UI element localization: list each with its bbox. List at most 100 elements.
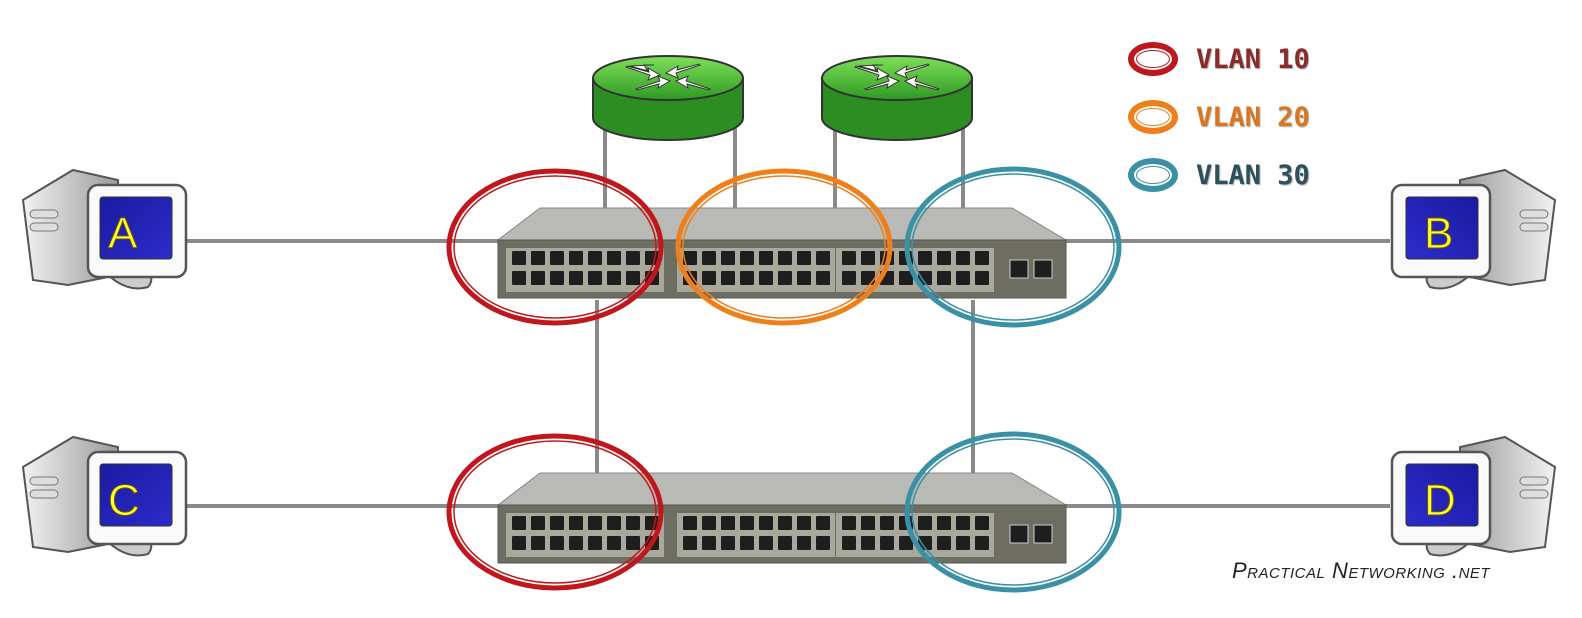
- switch-port: [721, 516, 735, 530]
- switch-port: [512, 536, 526, 550]
- switch-port: [759, 251, 773, 265]
- switch-port: [816, 271, 830, 285]
- switch-port: [918, 536, 932, 550]
- switch-port: [569, 251, 583, 265]
- switch-port: [937, 536, 951, 550]
- switch-port: [607, 536, 621, 550]
- switch-port: [626, 516, 640, 530]
- switch-port: [721, 251, 735, 265]
- switch-port: [607, 516, 621, 530]
- switch-port: [531, 536, 545, 550]
- vlan30-ring-switch2: [904, 431, 1122, 593]
- switch-port: [956, 251, 970, 265]
- switch-port: [588, 516, 602, 530]
- switch-port: [550, 516, 564, 530]
- host-c: C: [21, 435, 188, 557]
- legend-label: VLAN 20: [1196, 101, 1310, 133]
- switch-port: [975, 271, 989, 285]
- switch-port: [740, 536, 754, 550]
- switch-port: [842, 251, 856, 265]
- host-b: B: [1390, 168, 1557, 290]
- switch-port: [880, 536, 894, 550]
- switch-port: [569, 536, 583, 550]
- switch-port: [721, 271, 735, 285]
- switch-port: [702, 536, 716, 550]
- host-c-label: C: [108, 476, 140, 525]
- ring-icon: [1128, 158, 1178, 192]
- switch-port: [918, 516, 932, 530]
- switch-port: [569, 271, 583, 285]
- vlan10-ring-switch2: [446, 433, 664, 591]
- switch-port: [683, 536, 697, 550]
- legend-label: VLAN 30: [1196, 159, 1310, 191]
- switch-port: [816, 536, 830, 550]
- switch-port: [899, 271, 913, 285]
- legend-label: VLAN 10: [1196, 43, 1310, 75]
- switch-port: [880, 516, 894, 530]
- switch-port: [588, 271, 602, 285]
- switch-port: [975, 251, 989, 265]
- switch-port: [842, 536, 856, 550]
- switch-port: [861, 271, 875, 285]
- switch-port: [512, 251, 526, 265]
- switch-port: [778, 251, 792, 265]
- host-d: D: [1390, 435, 1557, 557]
- switch-port: [740, 516, 754, 530]
- watermark: Practical Networking .net: [1232, 558, 1491, 583]
- switch-port: [588, 251, 602, 265]
- host-a-label: A: [108, 209, 138, 258]
- switch-port: [842, 516, 856, 530]
- switch-port: [937, 516, 951, 530]
- switch-port: [778, 271, 792, 285]
- switch-port: [550, 271, 564, 285]
- switch-port: [918, 251, 932, 265]
- switch-port: [861, 536, 875, 550]
- switch-port: [778, 536, 792, 550]
- switch-port: [512, 516, 526, 530]
- switch-port: [975, 536, 989, 550]
- ring-icon: [1128, 42, 1178, 76]
- router-2-icon: [821, 55, 973, 141]
- switch-port: [937, 271, 951, 285]
- switch-port: [702, 516, 716, 530]
- switch-port: [550, 251, 564, 265]
- switch-port: [740, 251, 754, 265]
- switch-1: [496, 207, 1068, 299]
- vlan10-ring-switch1: [446, 168, 664, 326]
- switch-port: [626, 271, 640, 285]
- switch-port: [531, 271, 545, 285]
- switch-port: [683, 251, 697, 265]
- host-a: A: [21, 168, 188, 290]
- switch-port: [975, 516, 989, 530]
- switch-port: [956, 271, 970, 285]
- switch-port: [956, 536, 970, 550]
- switch-port: [702, 251, 716, 265]
- switch-port: [702, 271, 716, 285]
- switch-port: [797, 536, 811, 550]
- switch-2: [496, 472, 1068, 564]
- switch-port: [797, 516, 811, 530]
- switch-port: [816, 516, 830, 530]
- switch-port: [861, 251, 875, 265]
- switch-port: [797, 251, 811, 265]
- switch-port: [759, 536, 773, 550]
- switch-port: [626, 536, 640, 550]
- switch-port: [512, 271, 526, 285]
- host-b-label: B: [1424, 209, 1453, 258]
- legend-item-vlan20: VLAN 20: [1128, 100, 1310, 134]
- switch-port: [759, 271, 773, 285]
- switch-port: [721, 536, 735, 550]
- switch-port: [899, 536, 913, 550]
- router-1-icon: [592, 55, 744, 141]
- switch-port: [740, 271, 754, 285]
- host-d-label: D: [1424, 476, 1456, 525]
- switch-port: [759, 516, 773, 530]
- switch-port: [569, 516, 583, 530]
- switch-port: [778, 516, 792, 530]
- uplink-port: [1033, 524, 1053, 544]
- switch-port: [956, 516, 970, 530]
- switch-port: [588, 536, 602, 550]
- uplink-port: [1009, 524, 1029, 544]
- vlan30-ring-switch1: [904, 166, 1122, 328]
